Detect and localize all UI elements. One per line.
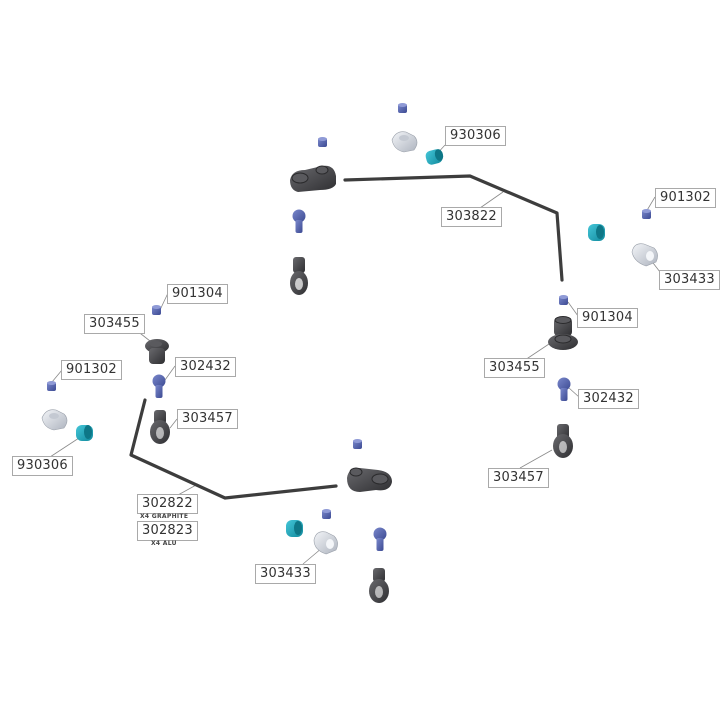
grub-screw-top-b xyxy=(398,103,407,113)
part-label-303457-right: 303457 xyxy=(488,468,549,488)
part-label-901302-left: 901302 xyxy=(61,360,122,380)
grub-screw-top-a xyxy=(318,137,327,147)
part-note-x4-graphite: X4 GRAPHITE xyxy=(140,513,189,520)
part-label-303433-right: 303433 xyxy=(659,270,720,290)
anti-roll-bar-302822 xyxy=(129,398,338,500)
grub-screw-right-901302 xyxy=(642,209,651,219)
bar-holder-303455-right xyxy=(548,316,578,350)
grub-screw-right-901304 xyxy=(559,295,568,305)
rod-end-top xyxy=(290,257,308,295)
ball-stud-302432-right xyxy=(557,377,571,401)
grub-screw-left-901302 xyxy=(47,381,56,391)
part-note-x4-alu: X4 ALU xyxy=(151,540,177,547)
anti-roll-bar-303822 xyxy=(343,174,564,282)
ball-stud-bottom xyxy=(373,527,387,551)
part-label-302432-left: 302432 xyxy=(175,357,236,377)
collar-930306-left xyxy=(76,425,93,441)
part-label-901304-right: 901304 xyxy=(577,308,638,328)
part-label-303455-left: 303455 xyxy=(84,314,145,334)
part-label-930306-top: 930306 xyxy=(445,126,506,146)
clamp-303433-right xyxy=(631,243,658,267)
clamp-silver-left xyxy=(41,409,68,431)
part-label-302822: 302822 xyxy=(137,494,198,514)
part-label-302823: 302823 xyxy=(137,521,198,541)
rod-end-303457-left xyxy=(150,410,170,444)
part-label-901304-left: 901304 xyxy=(167,284,228,304)
part-label-303433-bottom: 303433 xyxy=(255,564,316,584)
part-label-303455-right: 303455 xyxy=(484,358,545,378)
ball-stud-top xyxy=(292,209,306,233)
collar-930306-top xyxy=(425,149,444,165)
part-label-302432-right: 302432 xyxy=(578,389,639,409)
grub-screw-bottom-b xyxy=(322,509,331,519)
part-label-930306-left: 930306 xyxy=(12,456,73,476)
bar-holder-bottom xyxy=(347,467,392,492)
grub-screw-left-901304 xyxy=(152,305,161,315)
rod-end-bottom xyxy=(369,568,389,603)
ball-stud-302432-left xyxy=(152,374,166,398)
part-label-303457-left: 303457 xyxy=(177,409,238,429)
grub-screw-bottom-a xyxy=(353,439,362,449)
clamp-303433-bottom xyxy=(313,531,338,555)
part-label-303822: 303822 xyxy=(441,207,502,227)
part-label-901302-right: 901302 xyxy=(655,188,716,208)
collar-right xyxy=(588,224,605,241)
bar-holder-top xyxy=(290,165,336,192)
collar-bottom xyxy=(286,520,303,537)
rod-end-303457-right xyxy=(553,424,573,458)
clamp-silver-top xyxy=(391,131,418,153)
bar-holder-303455-left xyxy=(145,339,169,364)
